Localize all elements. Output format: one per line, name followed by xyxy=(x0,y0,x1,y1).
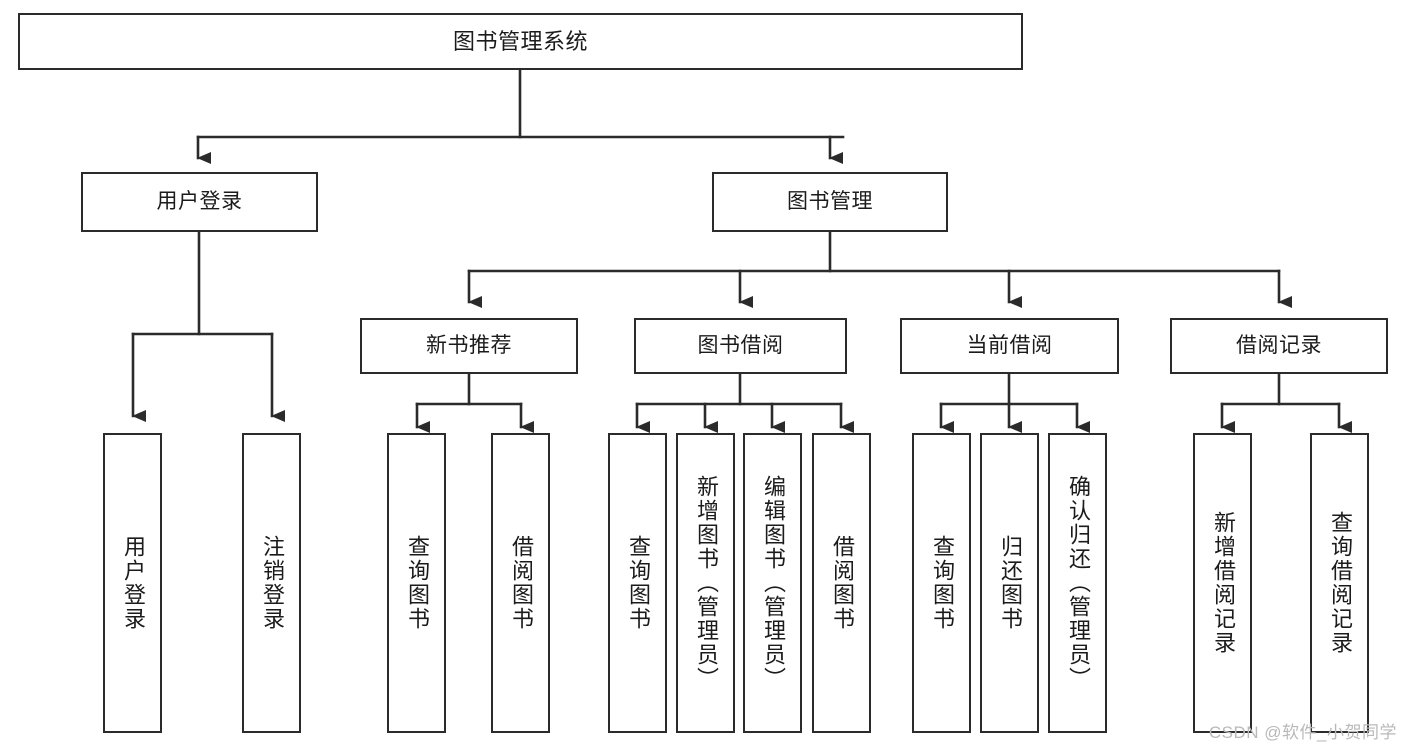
leaf-borrow-books-newbook[interactable]: 借阅图书 xyxy=(491,433,550,733)
node-library-management-system[interactable]: 图书管理系统 xyxy=(18,13,1023,70)
leaf-user-login[interactable]: 用户登录 xyxy=(103,433,162,733)
node-borrowing-record[interactable]: 借阅记录 xyxy=(1170,318,1388,374)
leaf-logout[interactable]: 注销登录 xyxy=(242,433,301,733)
node-new-book-recommendation[interactable]: 新书推荐 xyxy=(360,318,578,374)
leaf-edit-book-admin[interactable]: 编辑图书（管理员） xyxy=(743,433,802,733)
node-label: 新书推荐 xyxy=(426,333,512,357)
leaf-return-books[interactable]: 归还图书 xyxy=(980,433,1039,733)
csdn-watermark: CSDN @软件_小贺同学 xyxy=(1208,723,1397,742)
node-label: 新增借阅记录 xyxy=(1210,511,1236,655)
leaf-add-book-admin[interactable]: 新增图书（管理员） xyxy=(676,433,735,733)
leaf-query-borrow-record[interactable]: 查询借阅记录 xyxy=(1310,433,1369,733)
node-label: 借阅记录 xyxy=(1236,333,1322,357)
node-label: 用户登录 xyxy=(156,189,243,213)
leaf-query-books-borrow[interactable]: 查询图书 xyxy=(608,433,667,733)
node-label: 当前借阅 xyxy=(966,333,1053,357)
node-label: 借阅图书 xyxy=(829,535,855,631)
node-label: 图书借阅 xyxy=(697,333,784,357)
node-label: 新增图书（管理员） xyxy=(693,475,719,691)
node-label: 归还图书 xyxy=(997,535,1023,631)
node-label: 图书管理 xyxy=(787,189,873,213)
node-label: 借阅图书 xyxy=(508,535,534,631)
node-book-borrowing[interactable]: 图书借阅 xyxy=(634,318,847,374)
node-label: 查询图书 xyxy=(929,535,955,631)
node-book-management[interactable]: 图书管理 xyxy=(712,172,948,232)
leaf-borrow-books[interactable]: 借阅图书 xyxy=(812,433,871,733)
leaf-query-books-current[interactable]: 查询图书 xyxy=(912,433,971,733)
node-current-borrowing[interactable]: 当前借阅 xyxy=(900,318,1119,374)
leaf-add-borrow-record[interactable]: 新增借阅记录 xyxy=(1193,433,1252,733)
leaf-query-books-newbook[interactable]: 查询图书 xyxy=(387,433,446,733)
node-label: 查询图书 xyxy=(625,535,651,631)
node-label: 编辑图书（管理员） xyxy=(760,475,786,691)
node-user-login[interactable]: 用户登录 xyxy=(81,172,318,232)
node-label: 查询图书 xyxy=(404,535,430,631)
node-label: 查询借阅记录 xyxy=(1327,511,1353,655)
node-label: 用户登录 xyxy=(120,535,146,631)
node-label: 注销登录 xyxy=(259,535,285,631)
node-label: 确认归还（管理员） xyxy=(1065,475,1091,691)
node-label: 图书管理系统 xyxy=(452,28,588,54)
leaf-confirm-return-admin[interactable]: 确认归还（管理员） xyxy=(1048,433,1107,733)
